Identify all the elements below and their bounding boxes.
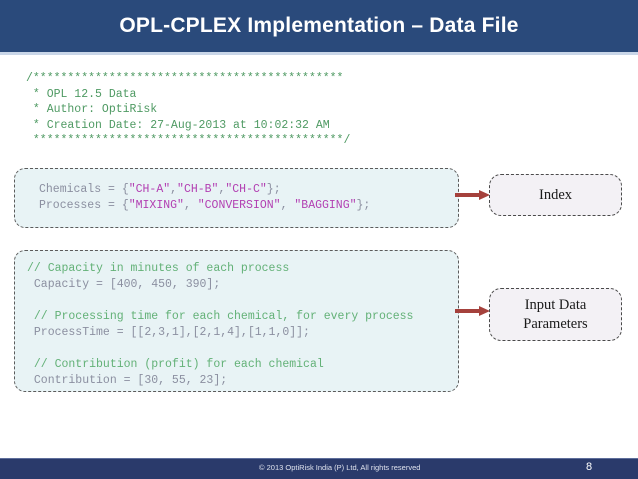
code-line: Processes = {"MIXING", "CONVERSION", "BA… (39, 198, 370, 214)
code-token-string: "CH-A" (128, 183, 171, 196)
code-token-plain: }; (266, 183, 281, 196)
code-lines-parameters: // Capacity in minutes of each process C… (27, 261, 413, 389)
code-token-plain: ProcessTime = [[2,3,1],[2,1,4],[1,1,0]]; (27, 326, 310, 339)
slide-body: /***************************************… (0, 55, 638, 458)
code-token-comment: // Capacity in minutes of each process (27, 262, 290, 275)
arrow-to-input-data-label (455, 306, 491, 316)
code-token-plain: }; (356, 199, 371, 212)
title-accent-underline (0, 52, 638, 55)
arrow-shaft (455, 309, 480, 313)
annotation-label-input-data: Input Data Parameters (523, 296, 587, 334)
arrow-head-icon (479, 306, 490, 316)
code-line: Contribution = [30, 55, 23]; (27, 373, 413, 389)
footer-copyright-text: © 2013 OptiRisk India (P) Ltd, All right… (259, 463, 421, 472)
code-token-plain: Contribution = [30, 55, 23]; (27, 374, 228, 387)
slide-title-bar: OPL-CPLEX Implementation – Data File (0, 0, 638, 52)
footer-divider (0, 458, 638, 459)
code-token-plain: , (218, 183, 226, 196)
code-token-string: "BAGGING" (294, 199, 357, 212)
code-token-plain: Capacity = [400, 450, 390]; (27, 278, 221, 291)
arrow-to-index-label (455, 190, 491, 200)
annotation-box-index: Index (489, 174, 622, 216)
code-line: Capacity = [400, 450, 390]; (27, 277, 413, 293)
code-token-comment: // Contribution (profit) for each chemic… (27, 358, 324, 371)
code-token-plain (27, 342, 34, 355)
code-token-string: "MIXING" (128, 199, 184, 212)
code-token-plain: , (280, 199, 295, 212)
code-token-string: "CH-B" (177, 183, 219, 196)
code-token-plain: Chemicals = { (39, 183, 129, 196)
code-token-plain: , (183, 199, 198, 212)
annotation-label-line-2: Parameters (523, 315, 588, 332)
slide-footer-bar: © 2013 OptiRisk India (P) Ltd, All right… (0, 458, 638, 479)
code-line: ProcessTime = [[2,3,1],[2,1,4],[1,1,0]]; (27, 325, 413, 341)
code-token-plain: , (170, 183, 178, 196)
code-token-string: "CONVERSION" (197, 199, 281, 212)
code-token-string: "CH-C" (225, 183, 267, 196)
code-box-declarations: Chemicals = {"CH-A","CH-B","CH-C"};Proce… (14, 168, 459, 228)
code-line: // Capacity in minutes of each process (27, 261, 413, 277)
code-box-parameters: // Capacity in minutes of each process C… (14, 250, 459, 392)
code-lines-declarations: Chemicals = {"CH-A","CH-B","CH-C"};Proce… (39, 182, 370, 214)
page-title: OPL-CPLEX Implementation – Data File (119, 14, 519, 37)
code-line (27, 341, 413, 357)
code-token-plain: Processes = { (39, 199, 129, 212)
arrow-head-icon (479, 190, 490, 200)
footer-page-number: 8 (586, 461, 593, 473)
arrow-shaft (455, 193, 480, 197)
code-line (27, 293, 413, 309)
header-comment-block: /***************************************… (26, 72, 351, 147)
code-line: Chemicals = {"CH-A","CH-B","CH-C"}; (39, 182, 370, 198)
annotation-label-line-1: Input Data (524, 296, 587, 313)
annotation-box-input-data-parameters: Input Data Parameters (489, 288, 622, 341)
code-line: // Contribution (profit) for each chemic… (27, 357, 413, 373)
annotation-label-index: Index (538, 186, 572, 203)
code-token-comment: // Processing time for each chemical, fo… (27, 310, 414, 323)
code-line: // Processing time for each chemical, fo… (27, 309, 414, 325)
code-token-plain (27, 294, 34, 307)
